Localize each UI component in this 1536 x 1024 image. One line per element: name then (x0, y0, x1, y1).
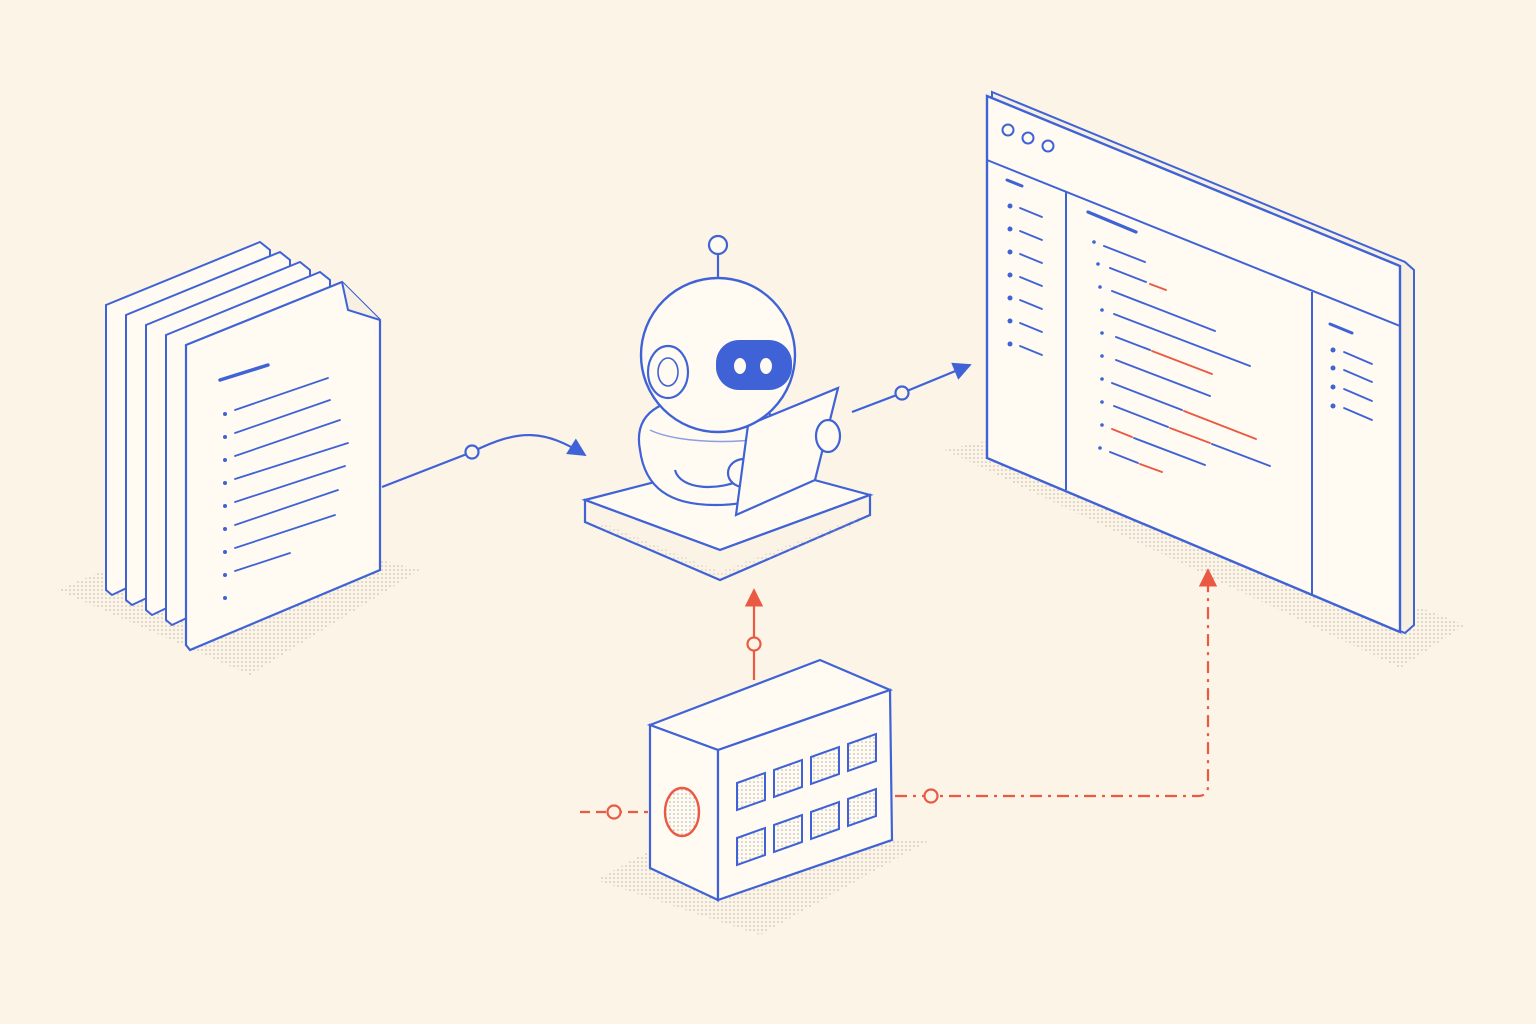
document-text-lines (218, 363, 349, 600)
control-box-port[interactable] (663, 786, 701, 838)
inspector-list-item[interactable] (1330, 365, 1336, 371)
window-control-dot[interactable] (1001, 123, 1015, 137)
sidebar-list-item[interactable] (1007, 272, 1013, 278)
window-controls (1001, 123, 1055, 153)
control-box-keypad (736, 732, 877, 867)
window-control-dot[interactable] (1021, 131, 1035, 145)
connector-robot-to-window (851, 362, 972, 414)
sidebar-list-item[interactable] (1007, 203, 1013, 209)
keypad-key[interactable] (847, 787, 877, 828)
connector-node (746, 636, 762, 652)
connector-node (923, 788, 939, 804)
window-shadow (945, 440, 1465, 668)
keypad-key[interactable] (810, 745, 840, 786)
sidebar-list-item[interactable] (1007, 226, 1013, 232)
robot-right-hand (814, 418, 842, 454)
inspector-list-item[interactable] (1330, 384, 1336, 390)
window-frame (985, 94, 1402, 634)
sidebar-list-item[interactable] (1007, 249, 1013, 255)
robot-head (639, 234, 797, 434)
robot-visor (716, 340, 792, 390)
connector-documents-to-robot (381, 434, 587, 489)
window-control-dot[interactable] (1041, 139, 1055, 153)
robot-eye (760, 358, 772, 374)
connector-node (464, 444, 480, 460)
robot-eye (734, 358, 746, 374)
sidebar-list-item[interactable] (1007, 318, 1013, 324)
keypad-key[interactable] (847, 732, 877, 773)
connector-control-to-window (895, 568, 1218, 804)
window-inspector-list (1328, 322, 1373, 421)
robot-antenna-tip (707, 234, 729, 256)
keypad-key[interactable] (736, 826, 766, 867)
inspector-list-item[interactable] (1330, 347, 1336, 353)
robot-ear (646, 344, 690, 400)
sidebar-list-item[interactable] (1007, 341, 1013, 347)
keypad-key[interactable] (773, 813, 803, 854)
window-sidebar-list (1005, 178, 1043, 356)
document-stack-icon (58, 240, 420, 675)
document-page-front (184, 280, 382, 652)
connector-node (606, 804, 622, 820)
keypad-key[interactable] (773, 758, 803, 799)
control-panel-icon (596, 658, 930, 935)
keypad-key[interactable] (810, 800, 840, 841)
robot-reading-icon (581, 234, 874, 582)
inspector-list-item[interactable] (1330, 403, 1336, 409)
connector-control-to-robot (744, 588, 764, 680)
connector-input-to-control (580, 804, 648, 820)
keypad-key[interactable] (736, 771, 766, 812)
window-titlebar-divider (986, 159, 1401, 327)
browser-window-icon (945, 90, 1465, 668)
sidebar-list-item[interactable] (1007, 295, 1013, 301)
connector-node (894, 385, 910, 401)
window-code-lines (1086, 210, 1271, 473)
